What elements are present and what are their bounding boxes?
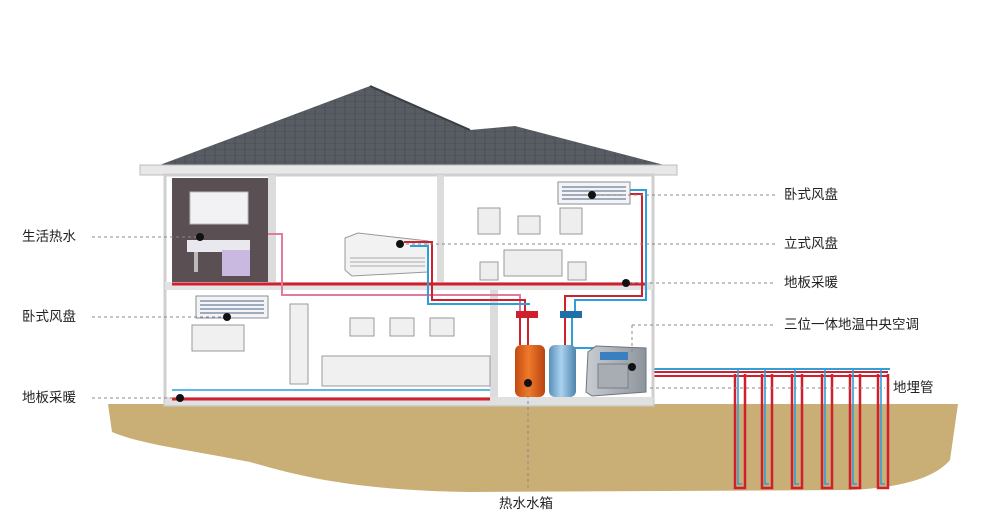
valve-red — [516, 311, 538, 318]
label-central-ac-unit: 三位一体地温中央空调 — [784, 317, 919, 333]
geothermal-central-ac-unit — [585, 345, 647, 397]
piping — [172, 189, 647, 401]
leader-lines — [92, 194, 885, 490]
ground-loop-1 — [733, 374, 747, 490]
ground-loop-return-5 — [852, 370, 857, 485]
ground-loop-4 — [820, 374, 834, 490]
label-fan-coil-left: 卧式风盘 — [22, 309, 76, 325]
ground-loop-return-4 — [824, 370, 829, 485]
hot-water-tank — [515, 345, 545, 397]
cold-water-tank — [549, 345, 576, 397]
fan-coil-vent-lower-left — [195, 295, 269, 319]
label-floor-heating-right: 地板采暖 — [784, 275, 838, 291]
ground-loop-3 — [790, 374, 804, 490]
callout-dots — [176, 191, 636, 402]
ground-loop-return-3 — [794, 370, 799, 485]
standing-fan-coil — [344, 232, 429, 277]
label-ground-pipe: 地埋管 — [893, 380, 934, 396]
ground-loop-5 — [848, 374, 862, 490]
roof — [139, 85, 678, 176]
label-standing-coil: 立式风盘 — [784, 236, 838, 252]
label-hot-water-tank: 热水水箱 — [499, 496, 553, 512]
living-room-scene — [191, 303, 491, 387]
ground-soil — [108, 404, 958, 492]
ground-loop-return-2 — [764, 370, 769, 485]
ground-loop-return-1 — [737, 370, 742, 485]
label-floor-heating-left: 地板采暖 — [22, 390, 76, 406]
ground-loop-pipes — [640, 368, 890, 490]
bathroom-scene — [172, 178, 268, 282]
valve-blue — [560, 311, 582, 318]
ground-loop-2 — [760, 374, 774, 490]
ground-loop-return-6 — [880, 370, 885, 485]
label-fan-coil-right: 卧式风盘 — [784, 187, 838, 203]
bedroom-scene — [477, 207, 587, 281]
label-hot-water: 生活热水 — [22, 229, 76, 245]
ground-loop-6 — [876, 374, 890, 490]
